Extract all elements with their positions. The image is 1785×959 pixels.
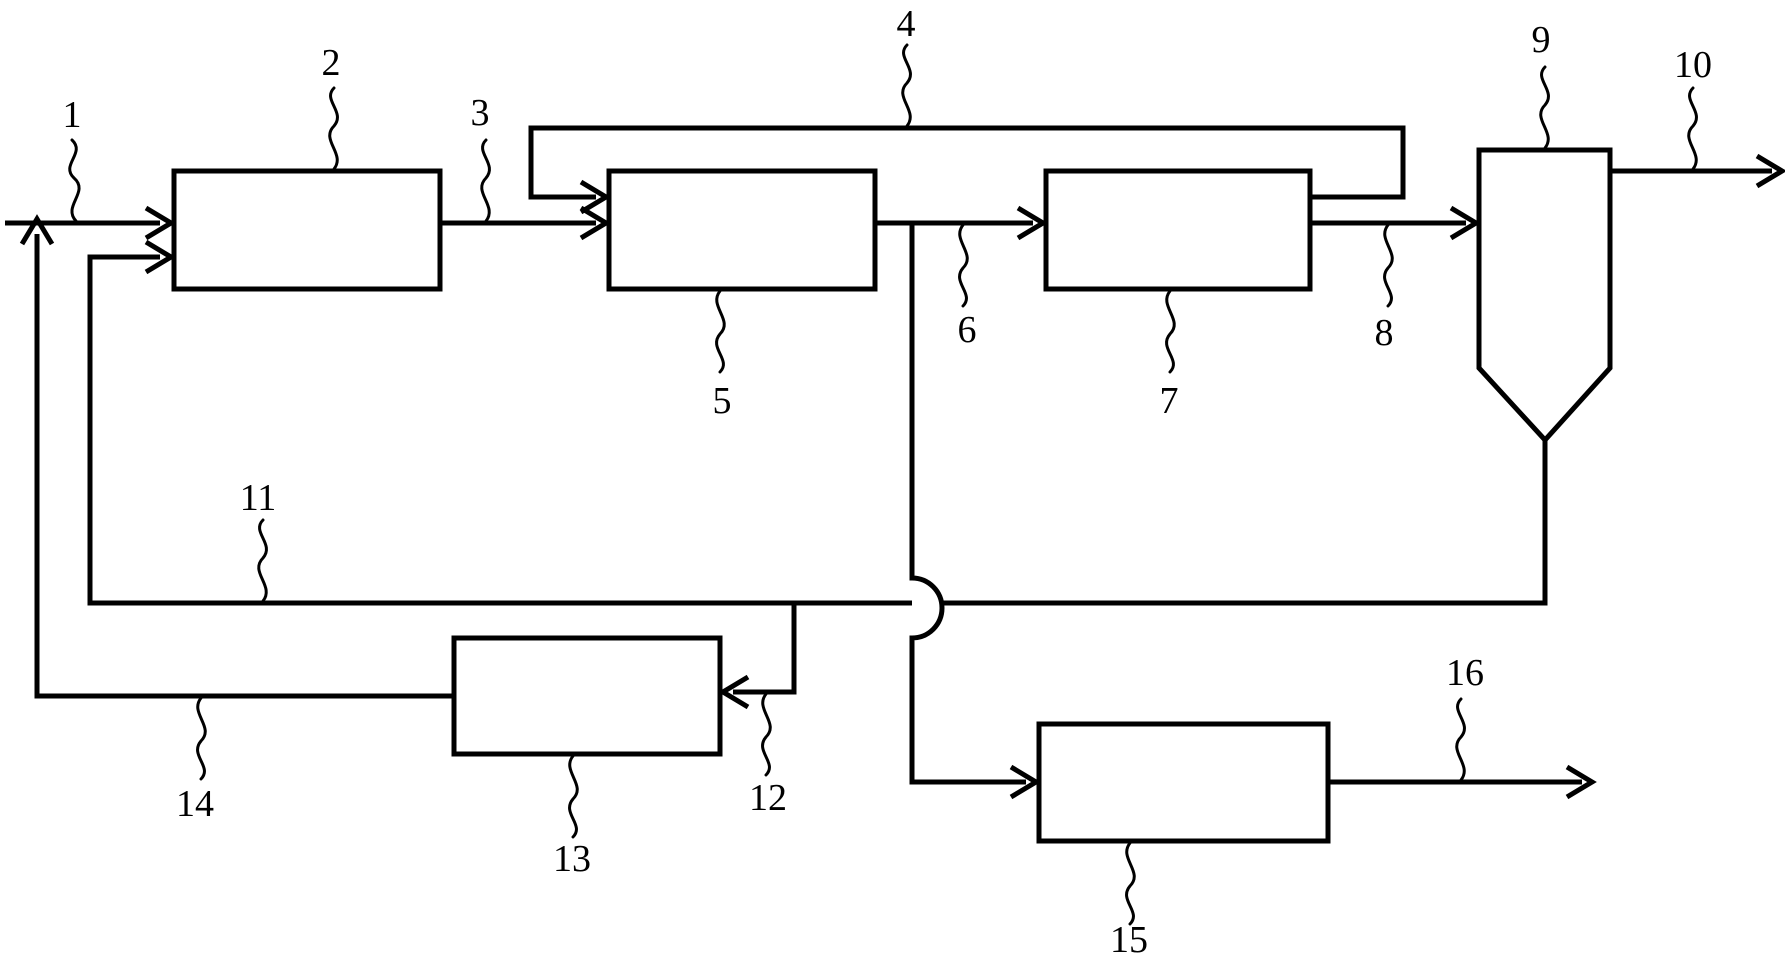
leader-13 — [568, 754, 579, 839]
leader-8 — [1383, 223, 1394, 308]
leader-15 — [1125, 841, 1136, 926]
label-4: 4 — [897, 3, 916, 45]
unit-13-box — [451, 635, 723, 757]
label-3: 3 — [471, 92, 490, 134]
label-5: 5 — [713, 380, 732, 422]
label-12: 12 — [749, 777, 787, 819]
leader-9 — [1539, 65, 1550, 150]
leader-6 — [958, 223, 969, 308]
label-6: 6 — [958, 309, 977, 351]
unit-15-box — [1036, 721, 1331, 844]
leader-11 — [257, 518, 268, 603]
stream-14-line — [34, 234, 454, 699]
unit-7-box — [1043, 168, 1313, 292]
arrowhead-stream-1 — [144, 205, 176, 241]
label-9: 9 — [1532, 19, 1551, 61]
leader-1 — [68, 138, 81, 223]
leader-16 — [1455, 697, 1466, 782]
leader-14 — [196, 696, 207, 781]
unit-9-separator — [1476, 147, 1613, 444]
arrowhead-stream-4 — [579, 179, 611, 215]
stream-12-line — [733, 603, 797, 695]
arrowhead-stream-15-inlet — [1009, 764, 1041, 800]
label-1: 1 — [63, 94, 82, 136]
stream-6-branch-line — [909, 223, 1026, 785]
stream-4-bypass-line — [528, 125, 1406, 200]
arrowhead-stream-8 — [1449, 205, 1481, 241]
arrowhead-stream-12 — [718, 674, 750, 710]
label-15: 15 — [1110, 919, 1148, 959]
label-2: 2 — [322, 42, 341, 84]
leader-10 — [1687, 86, 1698, 171]
arrowhead-stream-3 — [579, 205, 611, 241]
label-11: 11 — [240, 477, 277, 519]
arrowhead-stream-6 — [1016, 205, 1048, 241]
leader-12 — [761, 692, 772, 777]
stream-11-recycle-line — [87, 254, 1548, 606]
label-8: 8 — [1375, 312, 1394, 354]
label-10: 10 — [1674, 44, 1712, 86]
label-13: 13 — [553, 838, 591, 880]
arrowhead-stream-14 — [19, 214, 55, 246]
leader-7 — [1165, 289, 1176, 374]
leader-2 — [328, 86, 339, 171]
arrowhead-stream-16 — [1565, 764, 1597, 800]
leader-4 — [901, 43, 912, 128]
arrowhead-stream-10 — [1755, 153, 1785, 189]
leader-5 — [715, 289, 726, 374]
unit-2-box — [171, 168, 443, 292]
label-7: 7 — [1160, 380, 1179, 422]
unit-5-box — [606, 168, 878, 292]
leader-3 — [480, 138, 491, 223]
label-16: 16 — [1446, 652, 1484, 694]
label-14: 14 — [176, 783, 214, 825]
arrowhead-stream-11 — [144, 239, 176, 275]
